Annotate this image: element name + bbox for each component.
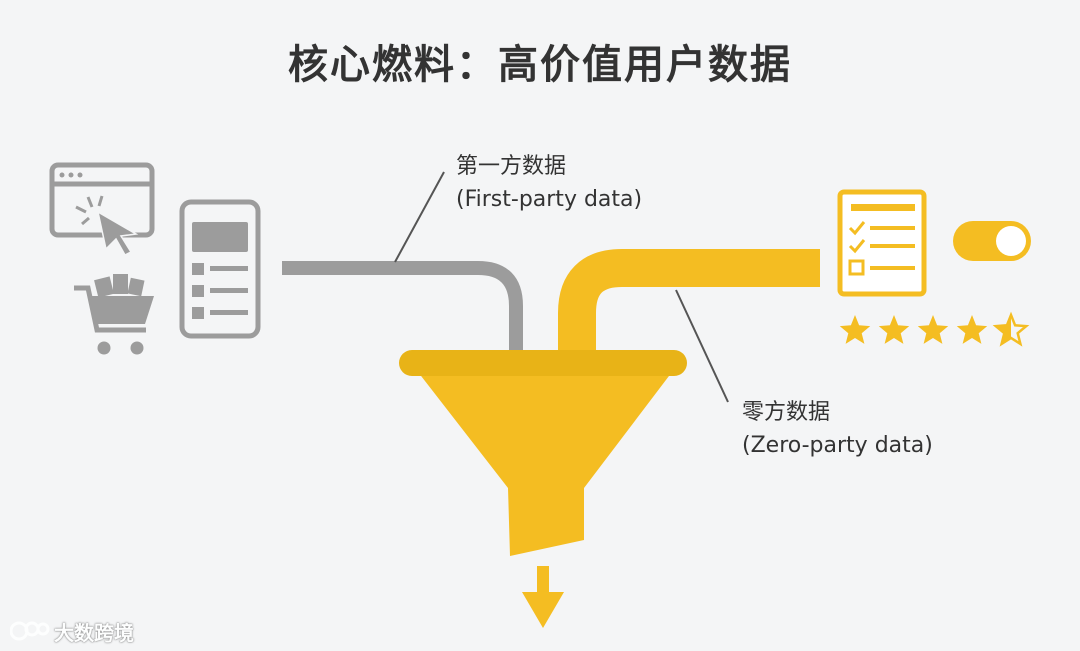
star-icon — [878, 315, 910, 344]
star-icon — [839, 315, 871, 344]
first-party-label-en: (First-party data) — [456, 187, 643, 212]
first-party-label: 第一方数据 (First-party data) — [456, 150, 642, 216]
output-arrow-icon — [522, 566, 564, 628]
star-icon — [956, 315, 988, 344]
zero-party-label: 零方数据 (Zero-party data) — [742, 396, 933, 462]
zero-party-pipe — [558, 249, 820, 352]
funnel-icon — [399, 350, 687, 556]
first-party-leader-line — [394, 171, 445, 263]
watermark-logo-icon — [10, 621, 50, 641]
half-star-icon — [995, 315, 1011, 344]
toggle-switch-icon — [953, 221, 1031, 261]
zero-party-label-en: (Zero-party data) — [742, 433, 933, 458]
watermark-text: 大数跨境 — [54, 620, 134, 645]
watermark: 大数跨境 — [10, 617, 134, 645]
shopping-cart-icon — [74, 274, 154, 355]
mobile-app-icon — [179, 199, 261, 339]
zero-party-label-zh: 零方数据 — [742, 400, 831, 425]
page-title: 核心燃料：高价值用户数据 — [288, 42, 792, 88]
star-rating-icon — [839, 311, 1030, 347]
first-party-label-zh: 第一方数据 — [456, 154, 567, 179]
survey-checklist-icon — [837, 189, 927, 297]
first-party-pipe — [282, 261, 523, 352]
star-icon — [917, 315, 949, 344]
browser-click-icon — [49, 162, 155, 256]
zero-party-leader-line — [675, 289, 729, 403]
